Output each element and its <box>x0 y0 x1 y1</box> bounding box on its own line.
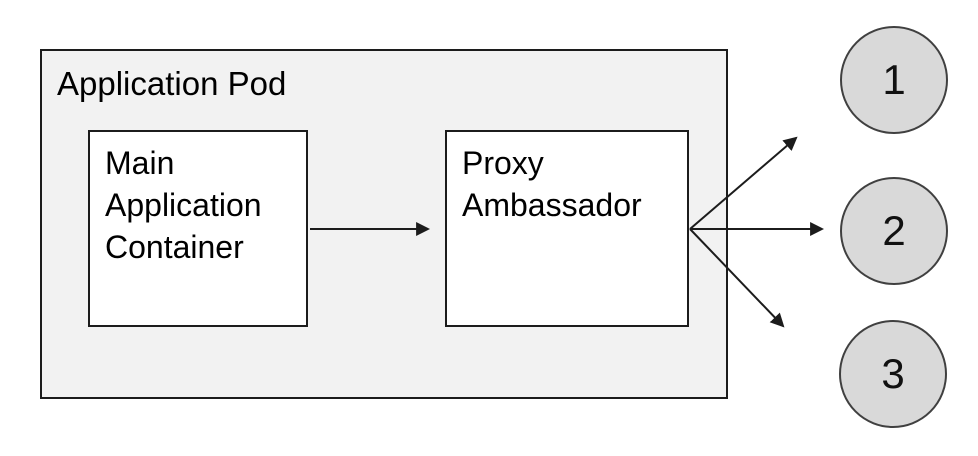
node-circle-3: 3 <box>839 320 947 428</box>
node-3-label: 3 <box>881 350 905 397</box>
proxy-ambassador-box: Proxy Ambassador <box>445 130 689 327</box>
node-1-label: 1 <box>882 56 906 103</box>
proxy-ambassador-label: Proxy Ambassador <box>462 145 642 223</box>
main-application-container-label: Main Application Container <box>105 145 262 265</box>
main-application-container-box: Main Application Container <box>88 130 308 327</box>
node-circle-2: 2 <box>840 177 948 285</box>
node-2-label: 2 <box>882 207 906 254</box>
application-pod-label: Application Pod <box>57 65 287 102</box>
node-circle-1: 1 <box>840 26 948 134</box>
